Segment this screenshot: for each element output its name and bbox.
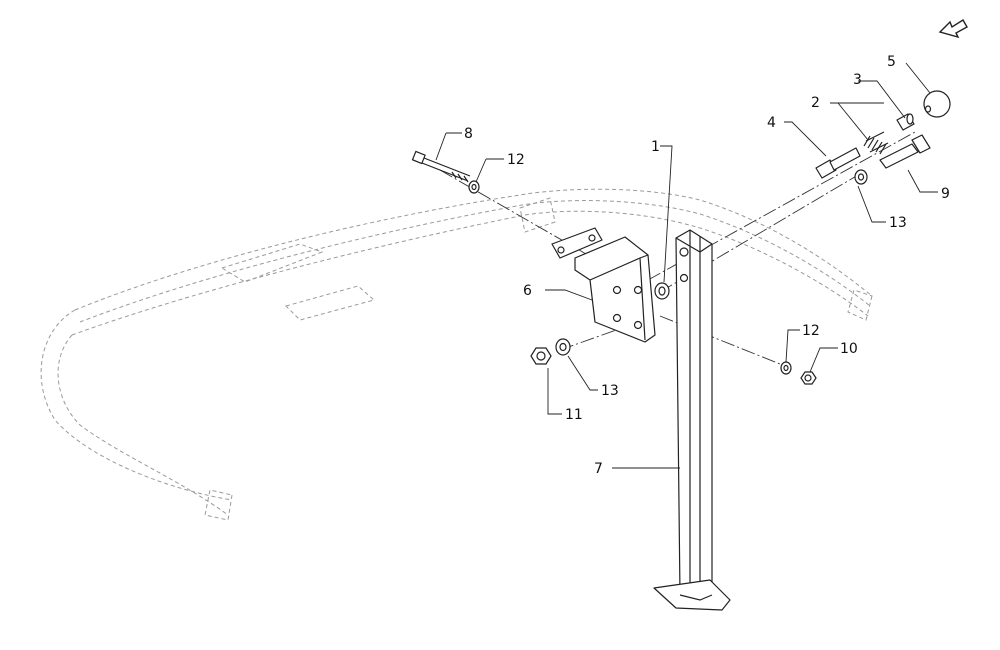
washer-part-13-lower <box>555 338 571 356</box>
nut-part-11 <box>530 347 552 365</box>
spring-part-2 <box>863 131 889 155</box>
spacer-part-1 <box>654 282 670 300</box>
callout-10: 10 <box>840 341 858 357</box>
washer-part-12-right <box>780 361 792 375</box>
sleeve-part-3 <box>896 113 915 131</box>
callout-7: 7 <box>594 461 603 477</box>
callout-2: 2 <box>811 95 820 111</box>
callout-13a: 13 <box>601 383 619 399</box>
callout-3: 3 <box>853 72 862 88</box>
leader-lines <box>435 62 938 469</box>
knob-part-5 <box>923 90 951 118</box>
bolt-part-8 <box>411 150 471 183</box>
stand-leg-part-7 <box>653 229 731 611</box>
nut-part-10 <box>800 371 817 385</box>
bolt-part-9 <box>879 134 931 169</box>
callout-4: 4 <box>767 115 776 131</box>
callout-1: 1 <box>651 139 660 155</box>
callout-13b: 13 <box>889 215 907 231</box>
washer-part-13-upper <box>854 169 868 185</box>
bracket-part-6 <box>551 227 656 343</box>
pin-part-4 <box>815 147 861 179</box>
callout-labels: 1 2 3 4 5 6 7 8 9 10 11 12 12 13 13 <box>464 54 950 477</box>
washer-part-12-left <box>468 180 480 194</box>
callout-8: 8 <box>464 126 473 142</box>
callout-12b: 12 <box>802 323 820 339</box>
ghost-frame <box>40 188 873 521</box>
callout-6: 6 <box>523 283 532 299</box>
return-arrow-icon[interactable] <box>938 19 968 39</box>
callout-11: 11 <box>565 407 583 423</box>
callout-12a: 12 <box>507 152 525 168</box>
callout-9: 9 <box>941 186 950 202</box>
callout-5: 5 <box>887 54 896 70</box>
